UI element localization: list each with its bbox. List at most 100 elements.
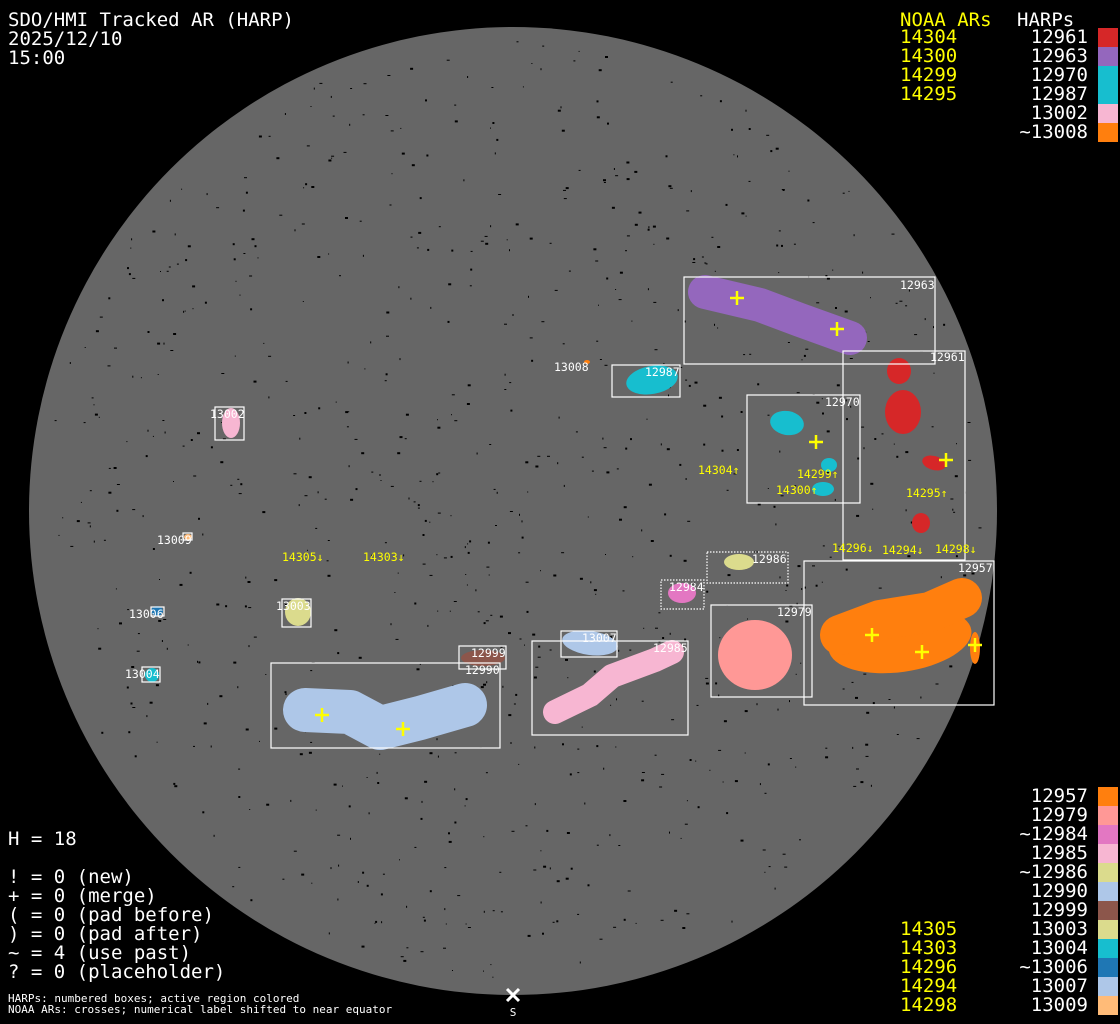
sunspot-dot [500, 911, 503, 913]
sunspot-dot [362, 871, 365, 874]
sunspot-dot [448, 283, 452, 286]
sunspot-dot [529, 337, 533, 339]
sunspot-dot [641, 779, 645, 782]
sunspot-dot [666, 448, 670, 451]
sunspot-dot [862, 271, 864, 274]
sunspot-dot [747, 618, 748, 620]
sunspot-dot [630, 438, 632, 441]
sunspot-dot [376, 771, 378, 774]
sunspot-dot [193, 745, 195, 747]
sunspot-dot [741, 212, 745, 215]
sunspot-dot [453, 601, 457, 602]
sunspot-dot [714, 270, 716, 272]
harp-box[interactable] [141, 666, 161, 683]
sunspot-dot [524, 644, 525, 646]
harp-box[interactable] [706, 551, 789, 584]
sunspot-dot [615, 175, 619, 177]
sunspot-dot [130, 247, 132, 249]
harp-box[interactable] [150, 606, 165, 617]
sunspot-dot [749, 353, 752, 355]
sunspot-dot [669, 187, 673, 189]
sunspot-dot [390, 485, 394, 487]
active-region [821, 458, 837, 472]
sunspot-dot [856, 768, 859, 770]
harp-box[interactable] [560, 630, 618, 658]
sunspot-dot [492, 122, 495, 124]
sunspot-dot [368, 812, 370, 815]
sunspot-dot [596, 116, 600, 119]
sunspot-dot [654, 349, 658, 351]
sunspot-dot [743, 354, 746, 356]
sunspot-dot [893, 443, 895, 445]
sunspot-dot [674, 909, 678, 912]
noaa-label: 14304↑ [698, 463, 740, 477]
harp-box[interactable] [214, 406, 245, 441]
harp-box[interactable] [746, 394, 861, 504]
sunspot-dot [733, 473, 737, 475]
harp-box[interactable] [531, 640, 689, 736]
harp-box[interactable] [281, 598, 312, 628]
sunspot-dot [452, 970, 453, 971]
harp-box[interactable] [270, 662, 501, 749]
sunspot-dot [829, 556, 832, 558]
sunspot-dot [358, 656, 362, 659]
sunspot-dot [395, 638, 399, 640]
sunspot-dot [438, 472, 441, 474]
sunspot-dot [641, 700, 644, 702]
harp-box[interactable] [842, 350, 966, 561]
sunspot-dot [853, 234, 855, 237]
sunspot-dot [704, 262, 707, 264]
sunspot-dot [852, 746, 854, 749]
harp-label: 13002 [210, 407, 245, 421]
sunspot-dot [446, 59, 450, 61]
sunspot-dot [860, 781, 864, 784]
harp-box[interactable] [182, 532, 193, 541]
sunspot-dot [364, 368, 366, 370]
sunspot-dot [849, 358, 853, 359]
sunspot-dot [155, 684, 159, 687]
sunspot-dot [93, 404, 95, 406]
sunspot-dot [705, 677, 709, 679]
sunspot-dot [225, 605, 228, 608]
sunspot-dot [176, 263, 179, 265]
harp-color-swatch [1098, 996, 1118, 1015]
sunspot-dot [696, 704, 699, 706]
sunspot-dot [821, 398, 823, 400]
sunspot-dot [301, 223, 305, 225]
harp-box[interactable] [660, 579, 705, 610]
sunspot-dot [578, 169, 581, 171]
harp-label: 12999 [471, 646, 506, 660]
harp-legend-label: 12963 [1031, 45, 1088, 67]
harp-box[interactable] [803, 560, 995, 706]
harp-box[interactable] [683, 276, 936, 365]
sunspot-dot [490, 964, 492, 966]
harp-color-swatch [1098, 787, 1118, 806]
sunspot-dot [504, 389, 507, 390]
sunspot-dot [577, 913, 580, 915]
sunspot-dot [467, 927, 471, 928]
active-region [912, 513, 930, 533]
sunspot-dot [197, 432, 200, 435]
harp-color-swatch [1098, 901, 1118, 920]
harp-box[interactable] [458, 645, 507, 670]
sunspot-dot [259, 740, 260, 742]
harp-box[interactable] [710, 604, 813, 698]
sunspot-dot [405, 413, 409, 416]
sunspot-dot [490, 127, 491, 129]
harp-box[interactable] [611, 364, 681, 398]
noaa-legend-label: 14296 [900, 956, 957, 978]
active-region [145, 668, 159, 682]
sunspot-dot [779, 576, 781, 579]
sunspot-dot [684, 638, 687, 641]
harp-label: 13004 [125, 667, 160, 681]
sunspot-dot [542, 45, 545, 47]
sunspot-dot [509, 249, 510, 252]
sunspot-dot [132, 707, 136, 708]
sunspot-dot [493, 488, 496, 490]
sunspot-dot [549, 867, 551, 870]
sunspot-dot [466, 403, 470, 405]
sunspot-dot [795, 766, 797, 768]
active-region [461, 650, 505, 666]
sunspot-dot [443, 557, 447, 559]
sunspot-dot [190, 439, 193, 441]
